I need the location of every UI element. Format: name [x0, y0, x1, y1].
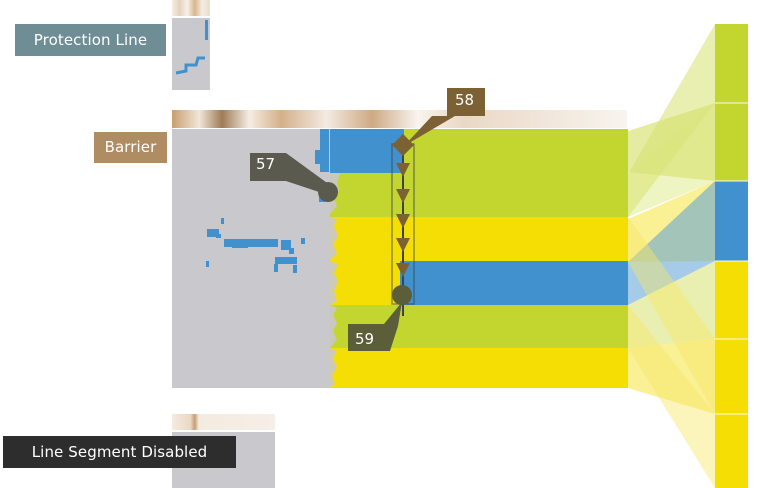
callout-58-label: 58 [455, 91, 475, 109]
blue-band-left [330, 129, 404, 173]
blue-band-right [400, 261, 628, 305]
barrier-text: Barrier [104, 138, 157, 156]
protection-strip [172, 0, 210, 16]
line-segment-disabled-label: Line Segment Disabled [3, 436, 236, 468]
protection-panel [172, 18, 210, 90]
fan-connections [628, 24, 715, 488]
callout-59-label: 59 [355, 330, 375, 348]
disabled-strip [172, 414, 275, 430]
callout-59-shape [348, 302, 402, 351]
callout-57-label: 57 [256, 155, 276, 173]
protection-line-label: Protection Line [15, 24, 166, 56]
yellow-band-1 [330, 217, 628, 261]
yellow-band-2-left [330, 261, 400, 305]
edge-roughness-3 [330, 261, 338, 305]
green-band-2 [330, 173, 628, 217]
band-group [330, 129, 628, 388]
yellow-band-3 [330, 348, 628, 388]
vertical-marker [391, 134, 415, 316]
protection-trace-top [205, 20, 208, 40]
protection-trace [175, 56, 205, 75]
right-column [715, 24, 748, 488]
green-band-1 [404, 129, 628, 173]
edge-roughness-2 [330, 217, 338, 260]
callout-58-shape [404, 88, 485, 146]
barrier-label: Barrier [94, 132, 167, 163]
edge-roughness-5 [330, 348, 337, 388]
callout-57-shape [250, 153, 334, 192]
edge-roughness-4 [330, 305, 337, 348]
line-segment-disabled-text: Line Segment Disabled [31, 442, 208, 461]
barrier-strip [172, 110, 627, 128]
protection-line-text: Protection Line [33, 30, 148, 49]
